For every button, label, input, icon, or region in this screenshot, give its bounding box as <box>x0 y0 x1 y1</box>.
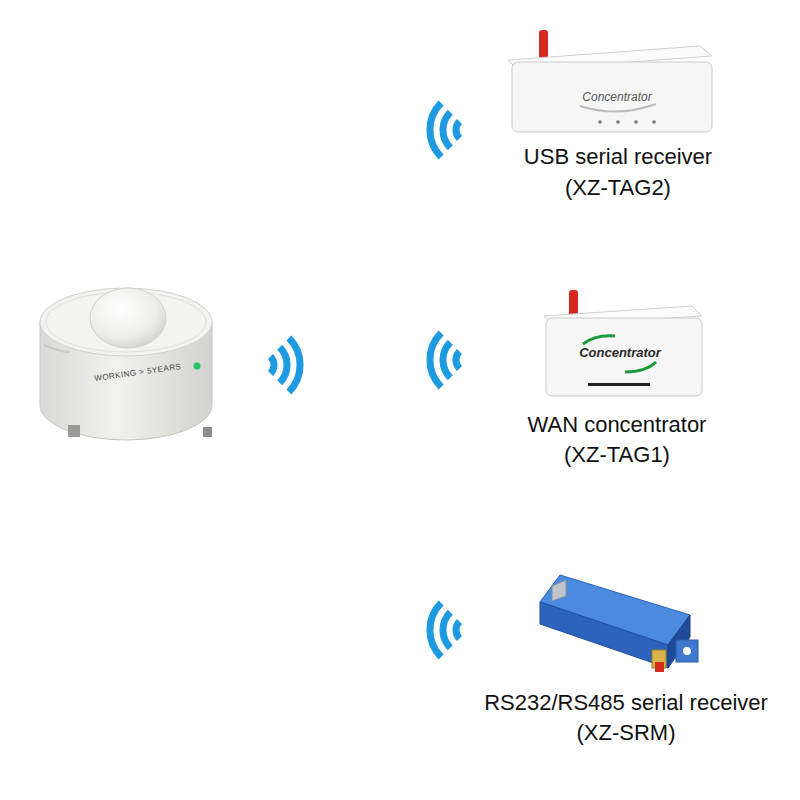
model-caption: (XZ-TAG1) <box>564 442 670 468</box>
receiver-node: ConcentratorUSB serial receiver (XZ-TAG2) <box>476 30 776 205</box>
wireless-signal <box>271 338 301 392</box>
model-caption: (XZ-SRM) <box>577 720 676 746</box>
device-caption: RS232/RS485 serial receiver <box>484 690 768 716</box>
serial-receiver <box>540 575 698 672</box>
device-logo: Concentrator <box>579 345 661 361</box>
wan-concentrator <box>544 290 702 396</box>
receiver-node: ConcentratorWAN concentrator (XZ-TAG1) <box>476 283 776 468</box>
sensor-node: WORKING > 5YEARS <box>38 288 218 448</box>
device-caption: USB serial receiver <box>524 144 712 170</box>
wireless-signal <box>430 603 460 657</box>
receiver-node: RS232/RS485 serial receiver (XZ-SRM) <box>476 565 776 750</box>
device-logo: Concentrator <box>582 89 651 105</box>
wireless-signal <box>430 333 460 387</box>
pir-sensor <box>40 288 212 440</box>
device-marking: WORKING > 5YEARS <box>94 362 182 384</box>
wireless-signal <box>430 103 460 157</box>
device-caption: WAN concentrator <box>528 412 707 438</box>
model-caption: (XZ-TAG2) <box>565 175 671 201</box>
usb-receiver <box>508 30 712 132</box>
